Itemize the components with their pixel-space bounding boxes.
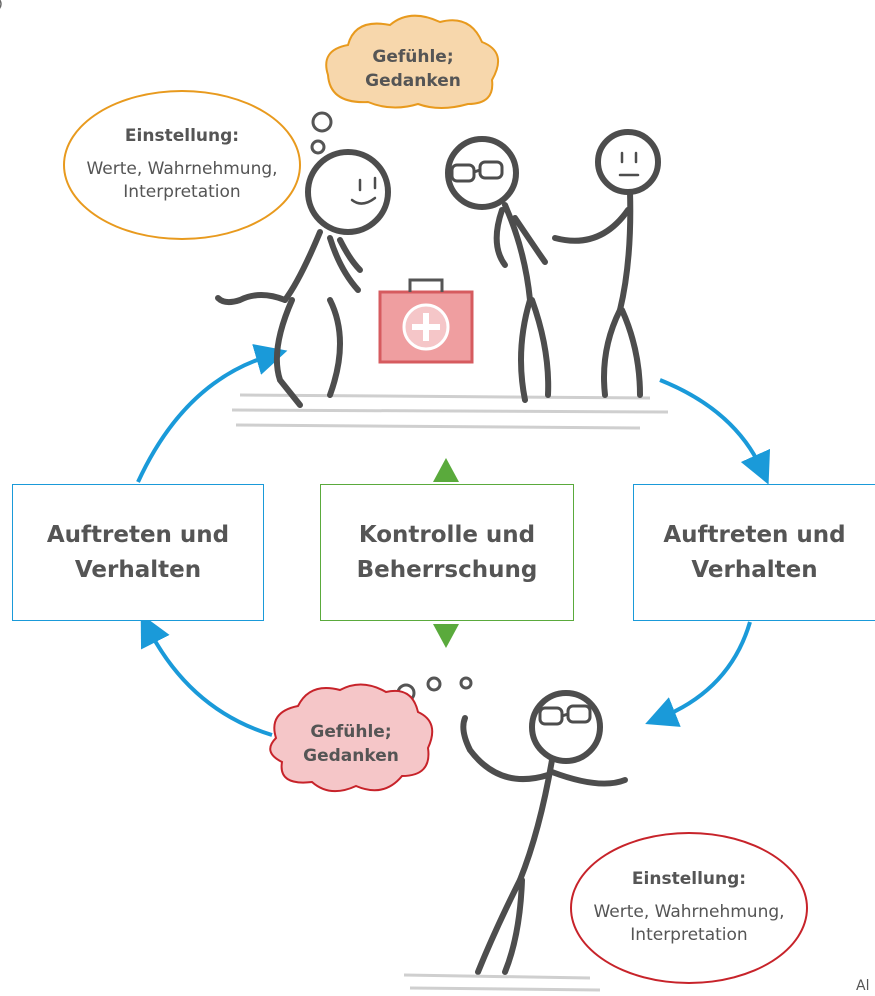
- first-aid-case-icon: [378, 278, 474, 364]
- bottom-attitude-oval: Einstellung: Werte, Wahrnehmung, Interpr…: [570, 832, 808, 984]
- top-oval-title: Einstellung:: [124, 126, 240, 147]
- center-box-line2: Beherrschung: [356, 556, 538, 583]
- triangle-up-icon: [433, 458, 459, 482]
- right-box-line1: Auftreten und: [663, 522, 846, 548]
- center-control-box: Kontrolle und Beherrschung: [320, 484, 574, 621]
- left-box-line1: Auftreten und: [46, 522, 230, 548]
- face-supporter: [618, 151, 640, 177]
- top-cloud-line1: Gefühle;: [372, 47, 454, 67]
- right-behavior-box: Auftreten und Verhalten: [633, 484, 875, 621]
- bottom-oval-title: Einstellung:: [631, 869, 747, 890]
- top-attitude-oval: Einstellung: Werte, Wahrnehmung, Interpr…: [63, 90, 301, 240]
- arrow-left-up: [136, 344, 288, 483]
- figure-upset: [460, 690, 628, 975]
- bottom-oval-line1: Werte, Wahrnehmung,: [593, 902, 785, 923]
- arrow-right-down: [659, 378, 771, 485]
- figure-supporter: [552, 129, 661, 398]
- left-behavior-box: Auftreten und Verhalten: [12, 484, 264, 621]
- top-cloud-line2: Gedanken: [365, 70, 461, 91]
- corner-label: Al: [856, 978, 870, 994]
- top-cloud-shape: [325, 14, 500, 109]
- glasses-bottom-icon: [538, 704, 592, 726]
- bottom-cloud-line2: Gedanken: [303, 745, 399, 766]
- figure-injured: [445, 136, 552, 403]
- arrow-right-lower: [645, 621, 752, 727]
- bottom-cloud-text: Gefühle; Gedanken: [276, 721, 426, 769]
- left-box-line2: Verhalten: [74, 556, 202, 583]
- face-helper: [350, 176, 377, 205]
- figure-helper: [215, 149, 391, 408]
- top-ground-shadow: [231, 393, 669, 430]
- top-cloud-text: Gefühle; Gedanken: [330, 46, 496, 94]
- bottom-oval-line2: Interpretation: [630, 925, 748, 945]
- bottom-ground-shadow: [403, 973, 601, 992]
- triangle-down-icon: [433, 624, 459, 648]
- arrow-left-lower: [140, 613, 273, 737]
- bottom-cloud-line1: Gefühle;: [310, 722, 392, 742]
- glasses-icon: [450, 160, 504, 183]
- top-oval-line2: Interpretation: [123, 182, 241, 202]
- right-box-line2: Verhalten: [691, 556, 818, 583]
- corner-mark: [0, 0, 2, 9]
- center-box-line1: Kontrolle und: [358, 522, 536, 548]
- top-oval-line1: Werte, Wahrnehmung,: [86, 159, 278, 180]
- bottom-cloud-shape: [269, 683, 434, 793]
- top-thought-dots: [310, 111, 333, 155]
